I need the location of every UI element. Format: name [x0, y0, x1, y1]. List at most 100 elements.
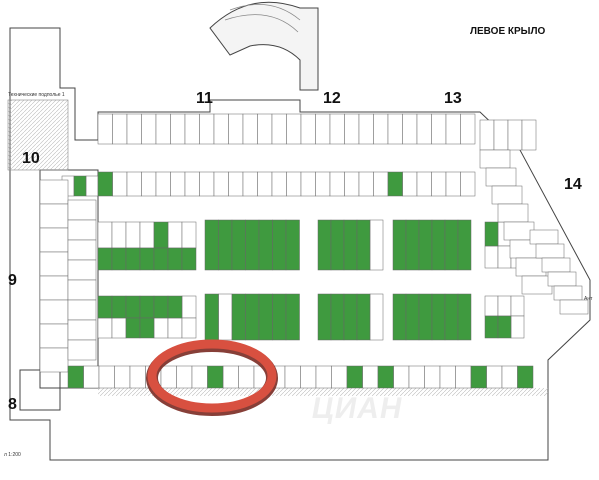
- available-space: [457, 293, 472, 341]
- parking-space: [507, 119, 523, 151]
- available-space: [67, 365, 84, 389]
- parking-space: [184, 171, 200, 197]
- parking-space: [315, 171, 331, 197]
- available-space: [231, 219, 246, 271]
- parking-space: [39, 299, 69, 325]
- parking-space: [112, 171, 128, 197]
- parking-space: [369, 219, 384, 271]
- parking-space: [176, 365, 193, 389]
- available-space: [207, 365, 224, 389]
- parking-space: [455, 365, 472, 389]
- parking-space: [510, 315, 525, 339]
- parking-space: [493, 119, 509, 151]
- available-space: [218, 219, 233, 271]
- available-space: [97, 295, 113, 319]
- available-space: [153, 295, 169, 319]
- bottom-wall: [98, 388, 548, 396]
- parking-space: [503, 221, 535, 241]
- parking-space: [358, 171, 374, 197]
- available-space: [470, 365, 487, 389]
- parking-space: [228, 113, 244, 145]
- parking-space: [39, 251, 69, 277]
- section-label-10: 10: [22, 150, 40, 167]
- parking-space: [424, 365, 441, 389]
- parking-space: [358, 113, 374, 145]
- parking-space: [257, 171, 273, 197]
- parking-space: [155, 113, 171, 145]
- parking-space: [362, 365, 379, 389]
- parking-space: [485, 167, 517, 187]
- parking-space: [300, 365, 317, 389]
- parking-space: [501, 365, 518, 389]
- edge-label: Ант: [584, 296, 593, 302]
- parking-space: [431, 171, 447, 197]
- parking-space: [344, 113, 360, 145]
- parking-space: [67, 299, 97, 321]
- available-space: [346, 365, 363, 389]
- available-space: [356, 293, 371, 341]
- parking-space: [170, 171, 186, 197]
- parking-space: [286, 113, 302, 145]
- parking-space: [284, 365, 301, 389]
- available-space: [418, 219, 433, 271]
- available-space: [317, 219, 332, 271]
- parking-space: [97, 113, 113, 145]
- available-space: [125, 317, 141, 339]
- available-space: [231, 293, 246, 341]
- parking-space: [541, 257, 571, 273]
- available-space: [484, 221, 499, 247]
- parking-space: [170, 113, 186, 145]
- parking-space: [39, 347, 69, 373]
- watermark: ЦИАН: [309, 392, 406, 425]
- available-space: [125, 295, 141, 319]
- section-label-14: 14: [564, 176, 582, 193]
- parking-space: [497, 295, 512, 317]
- selected-space-marker: [147, 339, 277, 413]
- available-space: [139, 317, 155, 339]
- tech-area: [7, 99, 69, 171]
- available-space: [139, 295, 155, 319]
- parking-space: [445, 113, 461, 145]
- parking-space: [228, 171, 244, 197]
- parking-space: [484, 295, 499, 317]
- parking-space: [387, 113, 403, 145]
- parking-space: [67, 239, 97, 261]
- section-label-8: 8: [8, 396, 17, 413]
- parking-space: [155, 171, 171, 197]
- parking-space: [484, 245, 499, 269]
- available-space: [73, 175, 87, 197]
- parking-space: [39, 323, 69, 349]
- available-space: [377, 365, 394, 389]
- parking-space: [126, 171, 142, 197]
- parking-space: [521, 275, 553, 295]
- parking-space: [114, 365, 131, 389]
- available-space: [111, 295, 127, 319]
- wing-title: ЛЕВОЕ КРЫЛО: [470, 26, 546, 37]
- parking-space: [111, 317, 127, 339]
- parking-space: [300, 113, 316, 145]
- parking-space: [408, 365, 425, 389]
- parking-space: [67, 259, 97, 281]
- available-space: [245, 219, 260, 271]
- available-space: [204, 219, 219, 271]
- parking-space: [39, 227, 69, 253]
- parking-space: [331, 365, 348, 389]
- parking-space: [547, 271, 577, 287]
- parking-space: [213, 113, 229, 145]
- available-space: [457, 219, 472, 271]
- parking-space: [125, 221, 141, 249]
- available-space: [343, 293, 358, 341]
- available-space: [181, 247, 197, 271]
- parking-space: [460, 113, 476, 145]
- parking-space: [416, 113, 432, 145]
- parking-space: [98, 365, 115, 389]
- available-space: [111, 247, 127, 271]
- available-space: [444, 293, 459, 341]
- parking-space: [402, 171, 418, 197]
- available-space: [484, 315, 499, 339]
- parking-space: [160, 365, 177, 389]
- parking-space: [497, 245, 512, 269]
- available-space: [343, 219, 358, 271]
- available-space: [285, 219, 300, 271]
